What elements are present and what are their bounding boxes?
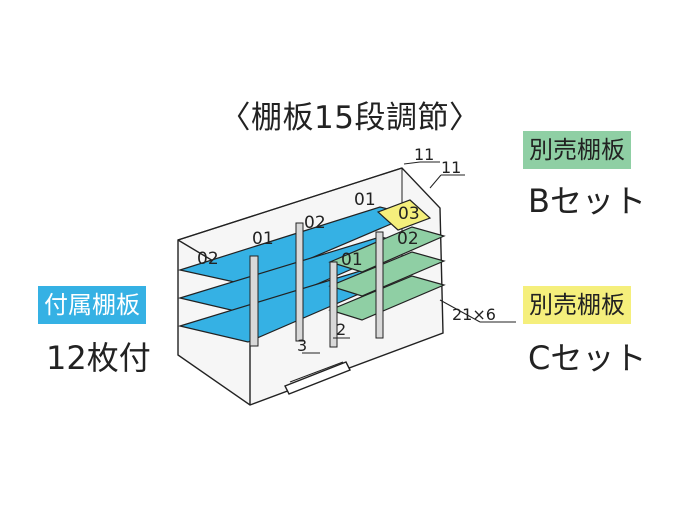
label-back-center: 02 bbox=[304, 213, 326, 233]
sold-separately-badge-c: 別売棚板 bbox=[523, 286, 631, 324]
label-back-right: 01 bbox=[354, 190, 376, 210]
label-back-mid: 01 bbox=[252, 229, 274, 249]
label-right-top: 03 bbox=[398, 204, 420, 224]
post-center-right bbox=[329, 261, 338, 348]
callout-top2: 11 bbox=[441, 158, 461, 177]
set-b-shelf-1 bbox=[328, 226, 446, 273]
callout-post3: 3 bbox=[297, 336, 307, 355]
label-back-left: 02 bbox=[197, 249, 219, 269]
diagram-title: 〈棚板15段調節〉 bbox=[219, 100, 481, 136]
sold-separately-badge-b: 別売棚板 bbox=[523, 131, 631, 169]
cabinet-back-top bbox=[177, 167, 403, 241]
label-right-mid: 02 bbox=[397, 229, 419, 249]
callout-post2: 2 bbox=[336, 320, 346, 339]
included-shelves-badge: 付属棚板 bbox=[38, 286, 146, 324]
post-center bbox=[295, 222, 304, 342]
set-b-shelf-2 bbox=[328, 251, 446, 297]
floor-door bbox=[284, 361, 351, 395]
set-c-shelf bbox=[376, 199, 432, 231]
included-count: 12枚付 bbox=[46, 339, 151, 377]
callout-top: 11 bbox=[414, 145, 434, 164]
post-left bbox=[249, 255, 259, 347]
post-right bbox=[375, 231, 384, 339]
set-c-label: Cセット bbox=[528, 339, 647, 377]
label-right-front: 01 bbox=[341, 250, 363, 270]
set-b-label: Bセット bbox=[528, 182, 646, 220]
callout-side: 21×6 bbox=[452, 305, 496, 324]
set-b-shelf-3 bbox=[328, 275, 446, 321]
